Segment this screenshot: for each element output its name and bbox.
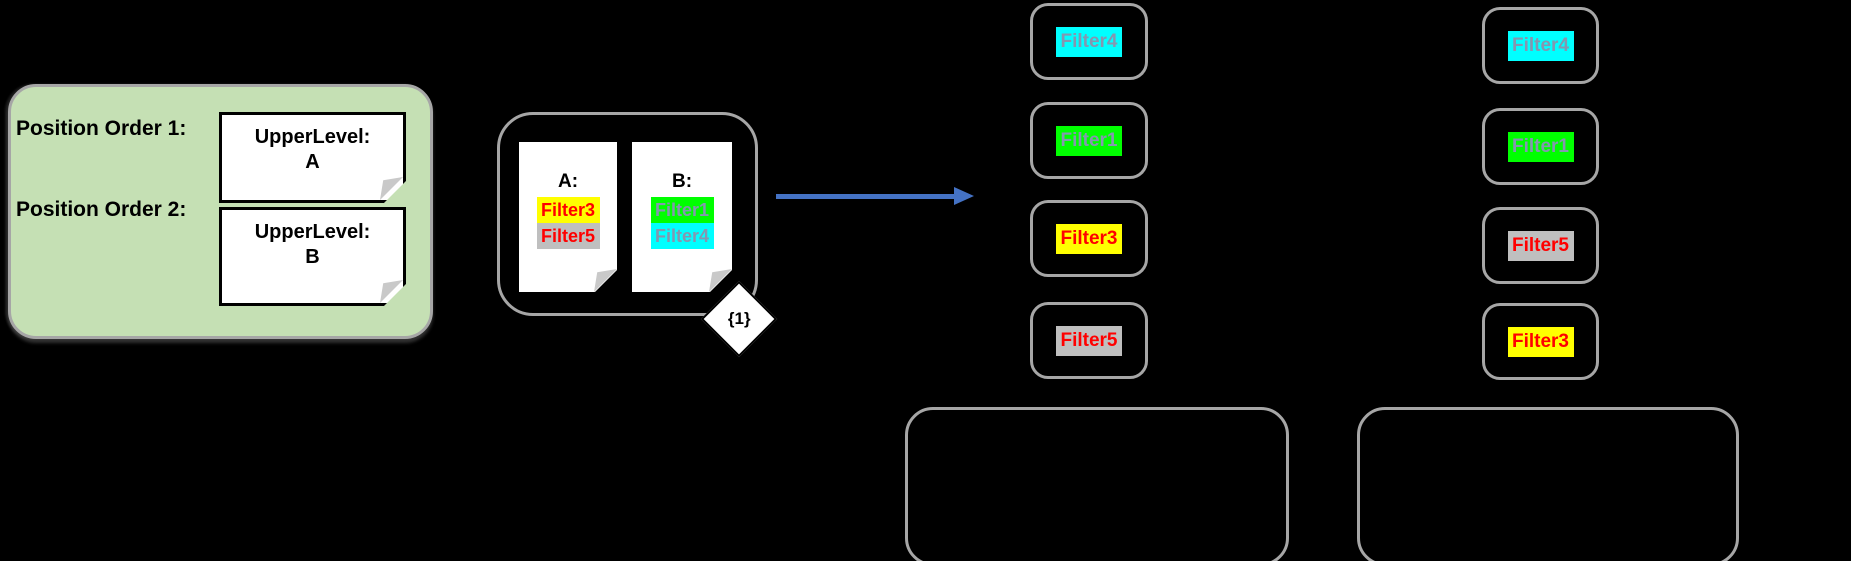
upperlevel-a-note: UpperLevel: A: [219, 112, 406, 203]
result-placeholder-left: [905, 407, 1289, 561]
result-card-col2-pos4: Filter3: [1482, 303, 1599, 380]
result-card-col1-pos1: Filter4: [1030, 3, 1148, 80]
multiplicity-badge: {1}: [727, 309, 751, 328]
filter-chip: Filter5: [1056, 325, 1122, 356]
upperlevel-a-note-title: UpperLevel:: [254, 126, 371, 148]
flow-arrow-line: [776, 194, 956, 199]
result-card-col1-pos4: Filter5: [1030, 302, 1148, 379]
source-note-b-title: B:: [671, 171, 693, 192]
filter-chip: Filter3: [1507, 326, 1574, 357]
upperlevel-b-note: UpperLevel: B: [219, 207, 406, 306]
upperlevel-b-note-title: UpperLevel:: [254, 221, 371, 243]
source-note-b: B: Filter1 Filter4: [632, 142, 732, 292]
filter-chip: Filter4: [1507, 30, 1574, 61]
filter-chip: Filter4: [651, 223, 714, 249]
source-note-a-title: A:: [557, 171, 579, 192]
result-card-col2-pos3: Filter5: [1482, 207, 1599, 284]
upperlevel-b-note-value: B: [305, 246, 320, 268]
filter-chip: Filter3: [1056, 223, 1122, 254]
filter-chip: Filter1: [1056, 125, 1122, 156]
upperlevel-a-note-value: A: [305, 151, 320, 173]
filter-chip: Filter5: [537, 223, 600, 249]
result-card-col1-pos2: Filter1: [1030, 102, 1148, 179]
source-note-a: A: Filter3 Filter5: [519, 142, 617, 292]
result-card-col1-pos3: Filter3: [1030, 200, 1148, 277]
flow-arrow-head-icon: [954, 187, 974, 205]
position-order-2-label: Position Order 2:: [16, 198, 187, 221]
filter-chip: Filter5: [1507, 230, 1574, 261]
position-order-1-label: Position Order 1:: [16, 117, 187, 140]
source-note-b-filters: Filter1 Filter4: [651, 197, 714, 249]
filter-chip: Filter4: [1056, 26, 1122, 57]
filter-chip: Filter1: [1507, 131, 1574, 162]
filter-chip: Filter3: [537, 197, 600, 223]
result-card-col2-pos1: Filter4: [1482, 7, 1599, 84]
result-placeholder-right: [1357, 407, 1739, 561]
filter-chip: Filter1: [651, 197, 714, 223]
result-card-col2-pos2: Filter1: [1482, 108, 1599, 185]
source-note-a-filters: Filter3 Filter5: [537, 197, 600, 249]
